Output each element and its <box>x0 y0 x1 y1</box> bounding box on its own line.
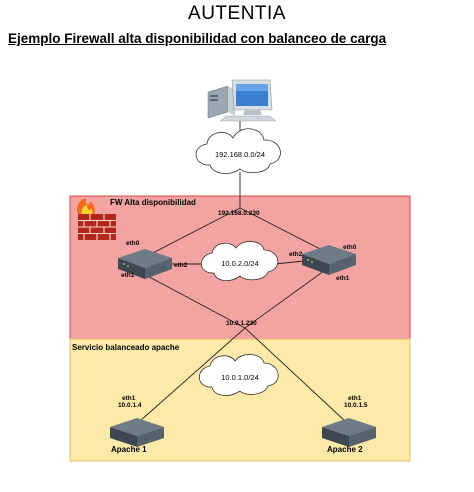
fw-left-eth0-label: eth0 <box>126 240 140 247</box>
cloud-middle-label: 10.0.2.0/24 <box>221 259 259 268</box>
fw-right-eth1-label: eth1 <box>336 275 350 282</box>
cloud-bottom-label: 10.0.1.0/24 <box>221 373 259 382</box>
line-vip-fw-right <box>239 207 329 254</box>
external-vip-label: 192.168.0.230 <box>218 210 260 217</box>
service-zone-title: Servicio balanceado apache <box>72 343 180 352</box>
apache1-iface-label: eth1 <box>122 395 136 402</box>
brand-title: AUTENTIA <box>188 3 286 24</box>
cloud-top: 192.168.0.0/24 <box>195 128 281 174</box>
internal-vip-label: 10.0.1.230 <box>226 320 257 327</box>
cloud-bottom: 10.0.1.0/24 <box>198 354 279 396</box>
apache1-ip-label: 10.0.1.4 <box>118 402 142 409</box>
connection-lines <box>139 118 346 422</box>
cloud-top-label: 192.168.0.0/24 <box>215 150 265 159</box>
line-vip-int-apache2 <box>244 327 346 422</box>
firewall-zone-title: FW Alta disponibilidad <box>110 198 196 207</box>
fw-left-eth2-label: eth2 <box>174 262 188 269</box>
line-fw-right-vip-int <box>244 267 329 329</box>
diagram-title: Ejemplo Firewall alta disponibilidad con… <box>8 31 387 46</box>
fw-left-eth1-label: eth1 <box>121 272 135 279</box>
apache2-iface-label: eth1 <box>348 395 362 402</box>
line-sync-fw-right <box>274 260 305 265</box>
desktop-computer-icon <box>207 79 277 122</box>
line-fw-left-vip-int <box>139 271 246 329</box>
line-vip-int-apache1 <box>139 327 246 422</box>
cloud-middle: 10.0.2.0/24 <box>200 241 279 281</box>
firewall-icon <box>77 198 116 240</box>
firewall-right-router <box>302 245 356 275</box>
apache1-label: Apache 1 <box>111 445 147 454</box>
apache2-ip-label: 10.0.1.5 <box>344 402 368 409</box>
fw-right-eth0-label: eth0 <box>343 244 357 251</box>
apache1-server <box>110 418 164 447</box>
apache2-label: Apache 2 <box>327 445 363 454</box>
apache2-server <box>322 418 376 447</box>
line-vip-fw-left <box>144 207 241 258</box>
firewall-left-router <box>118 249 172 279</box>
fw-right-eth2-label: eth2 <box>289 251 303 258</box>
